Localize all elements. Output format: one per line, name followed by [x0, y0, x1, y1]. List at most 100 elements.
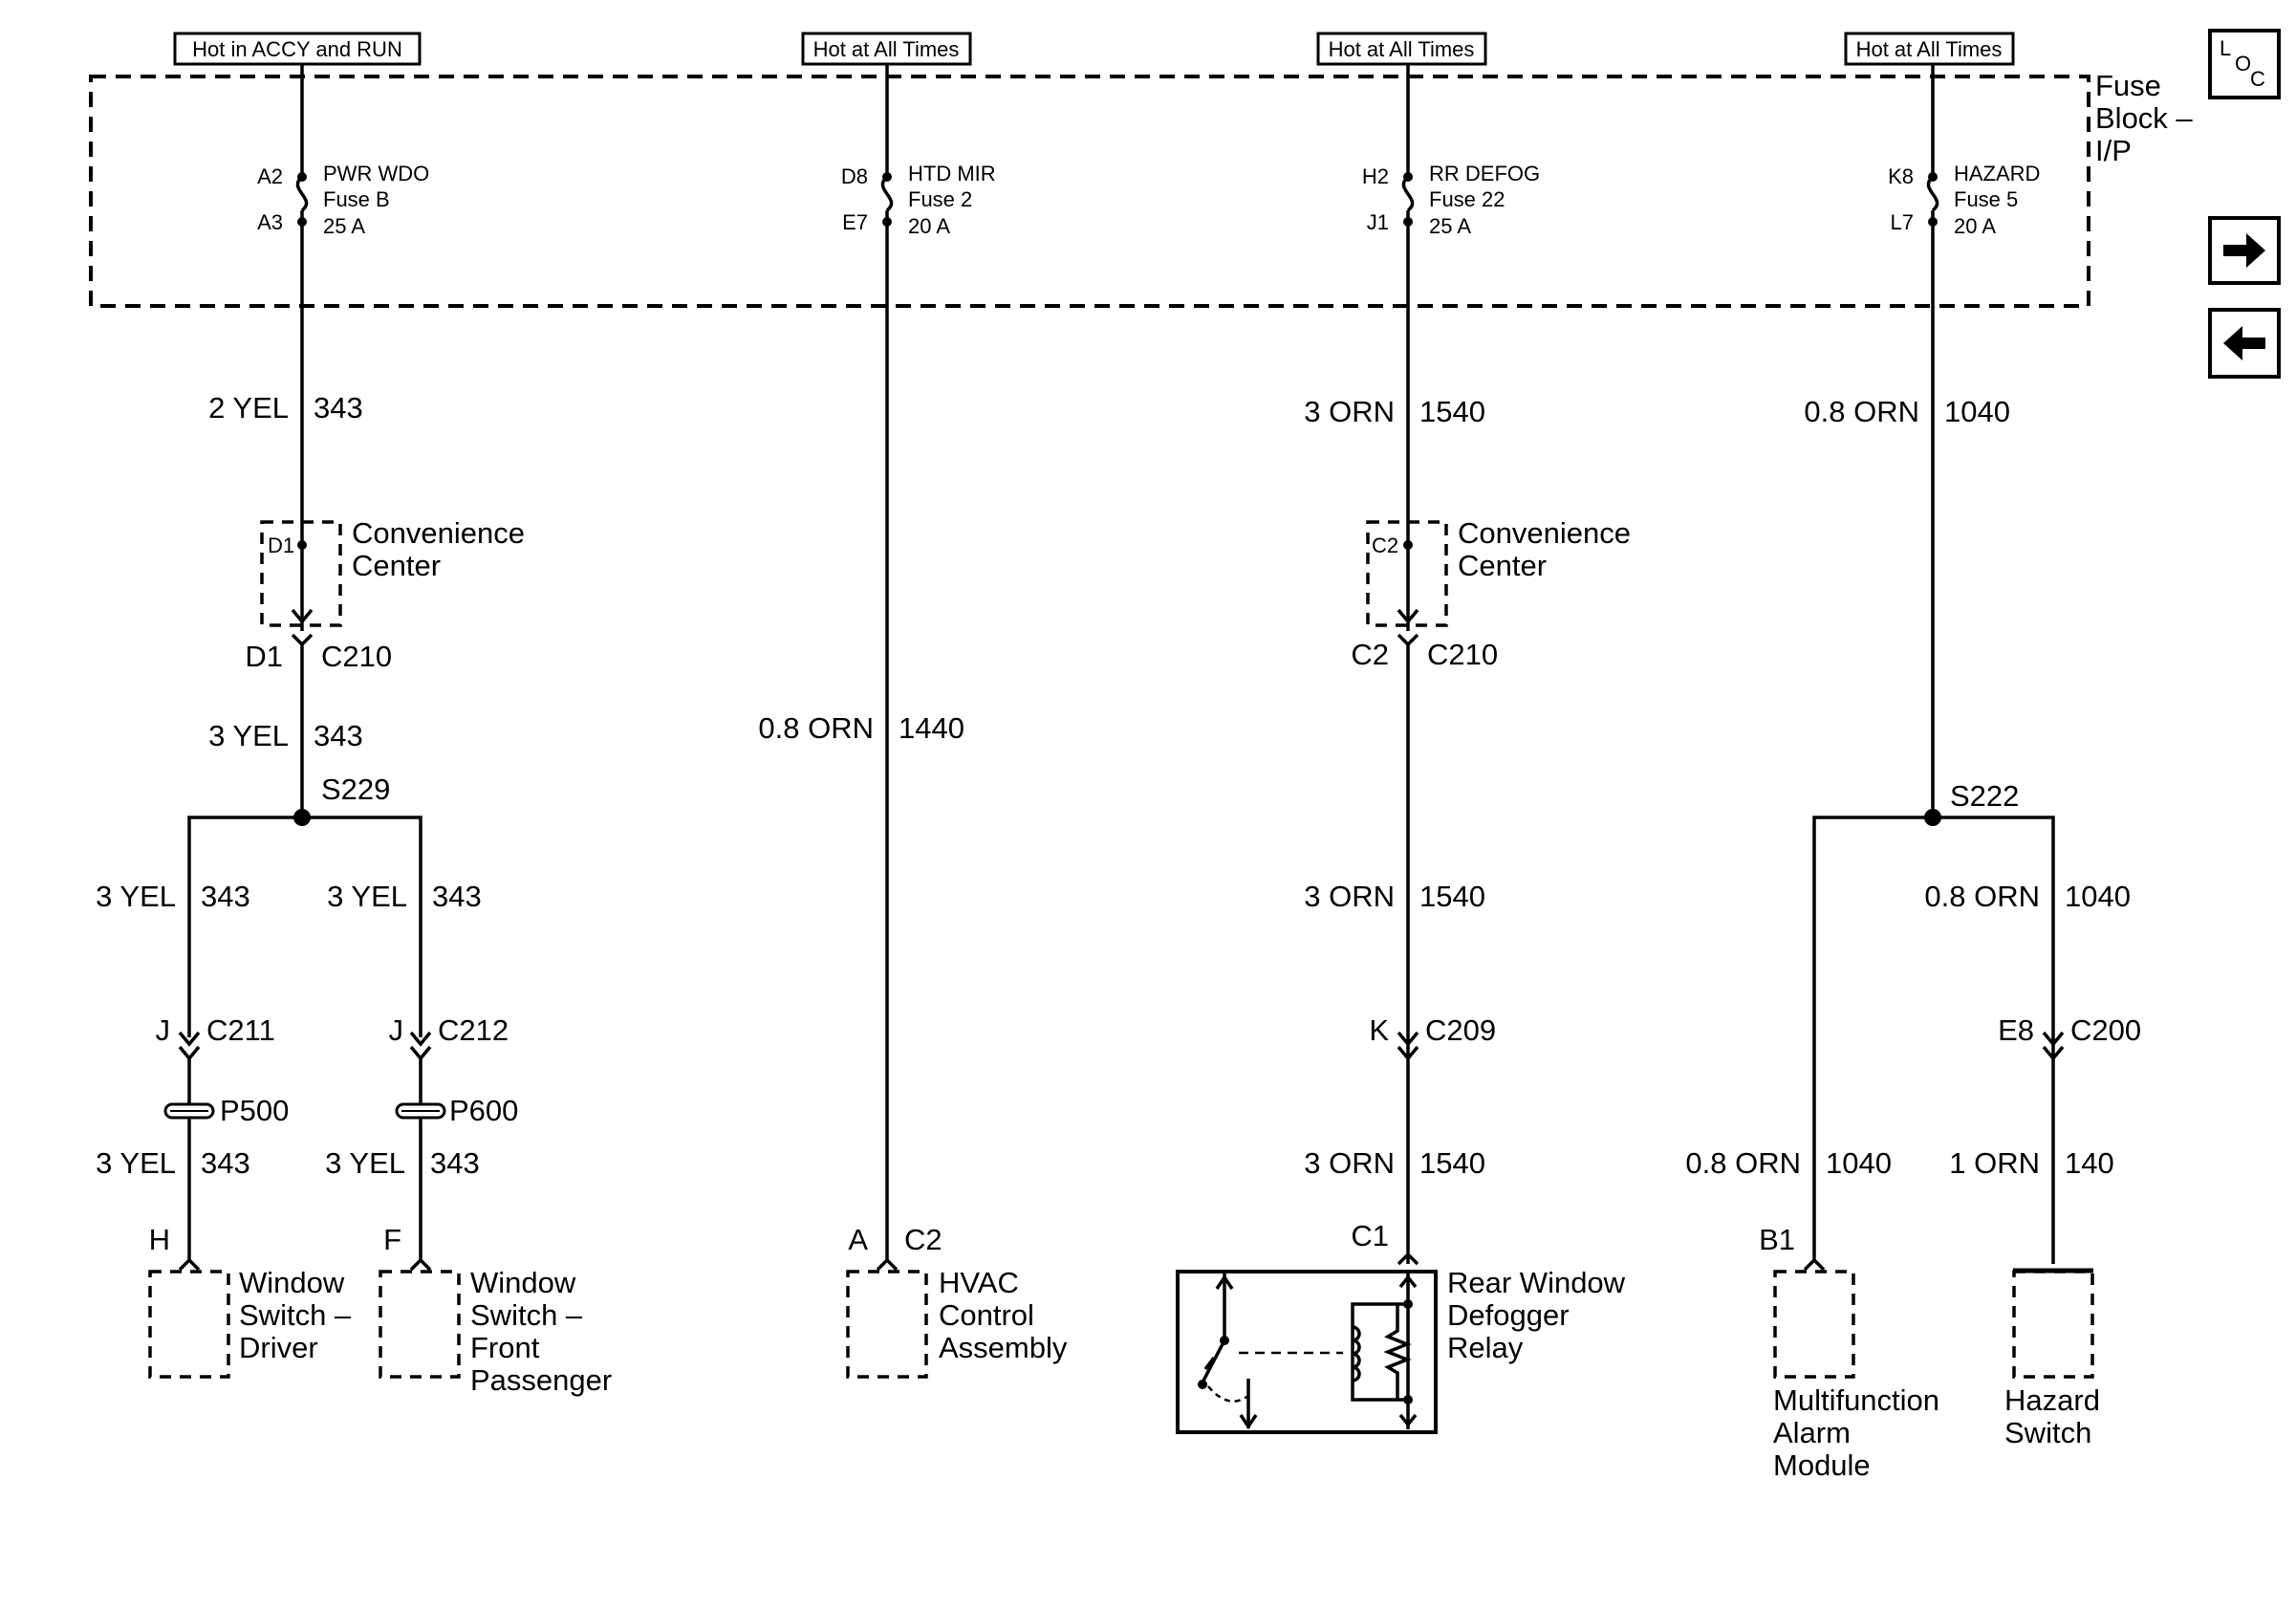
svg-text:1540: 1540	[1419, 880, 1485, 913]
svg-text:343: 343	[201, 1146, 250, 1180]
svg-text:A2: A2	[257, 164, 283, 188]
svg-text:Convenience: Convenience	[352, 516, 525, 550]
svg-text:Front: Front	[470, 1331, 540, 1364]
svg-text:20 A: 20 A	[908, 214, 950, 238]
svg-text:Switch: Switch	[2004, 1416, 2091, 1449]
svg-text:Module: Module	[1773, 1448, 1871, 1482]
svg-text:C: C	[2250, 67, 2265, 91]
svg-text:H: H	[149, 1223, 170, 1256]
svg-text:HTD MIR: HTD MIR	[908, 162, 996, 185]
svg-text:A: A	[848, 1223, 868, 1256]
svg-text:E8: E8	[1998, 1013, 2034, 1047]
fuse-hazard: K8 L7 HAZARD Fuse 5 20 A	[1888, 64, 2040, 238]
svg-text:C2: C2	[1372, 533, 1398, 557]
header-accy-run: Hot in ACCY and RUN	[173, 32, 422, 66]
svg-text:1040: 1040	[1944, 395, 2010, 428]
svg-text:343: 343	[430, 1146, 480, 1180]
svg-text:F: F	[383, 1223, 401, 1256]
svg-text:1040: 1040	[1826, 1146, 1892, 1180]
svg-text:E7: E7	[842, 210, 868, 234]
header-hot-all-times-3: Hot at All Times	[1844, 32, 2015, 66]
svg-text:Window: Window	[239, 1266, 345, 1299]
svg-text:C2: C2	[904, 1223, 942, 1256]
header-label-2: Hot at All Times	[813, 37, 960, 61]
circuit-power-window: 2 YEL 343 D1 Convenience Center D1 C210 …	[96, 222, 612, 1397]
svg-text:20 A: 20 A	[1954, 214, 1996, 238]
svg-text:C212: C212	[438, 1013, 509, 1047]
svg-text:Assembly: Assembly	[939, 1331, 1068, 1364]
svg-text:C200: C200	[2070, 1013, 2141, 1047]
svg-text:3 ORN: 3 ORN	[1304, 395, 1395, 428]
fuse-htd-mir: D8 E7 HTD MIR Fuse 2 20 A	[841, 64, 996, 238]
svg-text:Multifunction: Multifunction	[1773, 1383, 1939, 1417]
svg-text:1540: 1540	[1419, 395, 1485, 428]
svg-text:3 YEL: 3 YEL	[96, 1146, 176, 1180]
svg-text:343: 343	[201, 880, 250, 913]
svg-text:3 YEL: 3 YEL	[208, 719, 289, 752]
svg-text:Switch –: Switch –	[239, 1298, 352, 1332]
circuit-rear-defog: 3 ORN 1540 C2 Convenience Center C2 C210…	[1176, 222, 1631, 1434]
svg-text:Passenger: Passenger	[470, 1363, 612, 1397]
svg-text:3 YEL: 3 YEL	[325, 1146, 405, 1180]
svg-text:Fuse: Fuse	[2095, 69, 2161, 102]
svg-text:Relay: Relay	[1447, 1331, 1524, 1364]
svg-text:D1: D1	[245, 640, 283, 673]
svg-text:HVAC: HVAC	[939, 1266, 1019, 1299]
svg-text:C1: C1	[1351, 1219, 1389, 1252]
svg-text:Switch –: Switch –	[470, 1298, 583, 1332]
svg-text:C211: C211	[206, 1013, 275, 1047]
svg-text:1540: 1540	[1419, 1146, 1485, 1180]
svg-text:Rear Window: Rear Window	[1447, 1266, 1626, 1299]
svg-text:D8: D8	[841, 164, 868, 188]
loc-button[interactable]: L O C	[2208, 29, 2281, 99]
svg-text:3 ORN: 3 ORN	[1304, 880, 1395, 913]
fuse-rr-defog: H2 J1 RR DEFOG Fuse 22 25 A	[1362, 64, 1540, 238]
svg-text:RR DEFOG: RR DEFOG	[1429, 162, 1540, 185]
svg-text:K: K	[1369, 1013, 1389, 1047]
svg-text:25 A: 25 A	[1429, 214, 1471, 238]
svg-text:Block –: Block –	[2095, 101, 2193, 135]
svg-text:Fuse B: Fuse B	[323, 187, 390, 211]
svg-text:Center: Center	[1458, 549, 1547, 582]
svg-text:0.8 ORN: 0.8 ORN	[1804, 395, 1919, 428]
header-hot-all-times-2: Hot at All Times	[1316, 32, 1487, 66]
svg-text:Control: Control	[939, 1298, 1034, 1332]
svg-text:Fuse 22: Fuse 22	[1429, 187, 1505, 211]
forward-button[interactable]	[2208, 216, 2281, 285]
header-label-4: Hot at All Times	[1856, 37, 2003, 61]
svg-text:0.8 ORN: 0.8 ORN	[1924, 880, 2040, 913]
svg-text:C209: C209	[1425, 1013, 1496, 1047]
fuse-pwr-wdo: A2 A3 PWR WDO Fuse B 25 A	[257, 64, 429, 238]
svg-text:Center: Center	[352, 549, 441, 582]
svg-text:C210: C210	[1427, 638, 1498, 671]
svg-text:3 YEL: 3 YEL	[327, 880, 407, 913]
svg-text:Fuse 2: Fuse 2	[908, 187, 972, 211]
svg-text:L: L	[2220, 36, 2231, 60]
svg-text:J: J	[156, 1013, 171, 1047]
fuse-block-label: Fuse Block – I/P	[2095, 69, 2193, 167]
circuit-heated-mirror: 0.8 ORN 1440 A C2 HVAC Control Assembly	[758, 222, 1068, 1379]
svg-text:0.8 ORN: 0.8 ORN	[758, 711, 874, 745]
header-label-1: Hot in ACCY and RUN	[192, 37, 402, 61]
svg-text:343: 343	[314, 391, 363, 425]
svg-text:Hazard: Hazard	[2004, 1383, 2100, 1417]
svg-text:L7: L7	[1891, 210, 1914, 234]
svg-text:A3: A3	[257, 210, 283, 234]
svg-text:Defogger: Defogger	[1447, 1298, 1570, 1332]
svg-text:C210: C210	[321, 640, 392, 673]
svg-text:3 ORN: 3 ORN	[1304, 1146, 1395, 1180]
back-button[interactable]	[2208, 308, 2281, 379]
fuse-block-box	[89, 75, 2090, 308]
svg-text:1040: 1040	[2065, 880, 2131, 913]
svg-text:H2: H2	[1362, 164, 1389, 188]
svg-text:1440: 1440	[899, 711, 964, 745]
svg-text:Fuse 5: Fuse 5	[1954, 187, 2018, 211]
svg-text:140: 140	[2065, 1146, 2114, 1180]
svg-text:343: 343	[314, 719, 363, 752]
circuit-hazard: 0.8 ORN 1040 S222 0.8 ORN 1040 E8 C200 1…	[1685, 222, 2141, 1482]
svg-text:P500: P500	[220, 1094, 289, 1127]
svg-text:25 A: 25 A	[323, 214, 365, 238]
svg-text:Convenience: Convenience	[1458, 516, 1631, 550]
svg-text:Window: Window	[470, 1266, 576, 1299]
